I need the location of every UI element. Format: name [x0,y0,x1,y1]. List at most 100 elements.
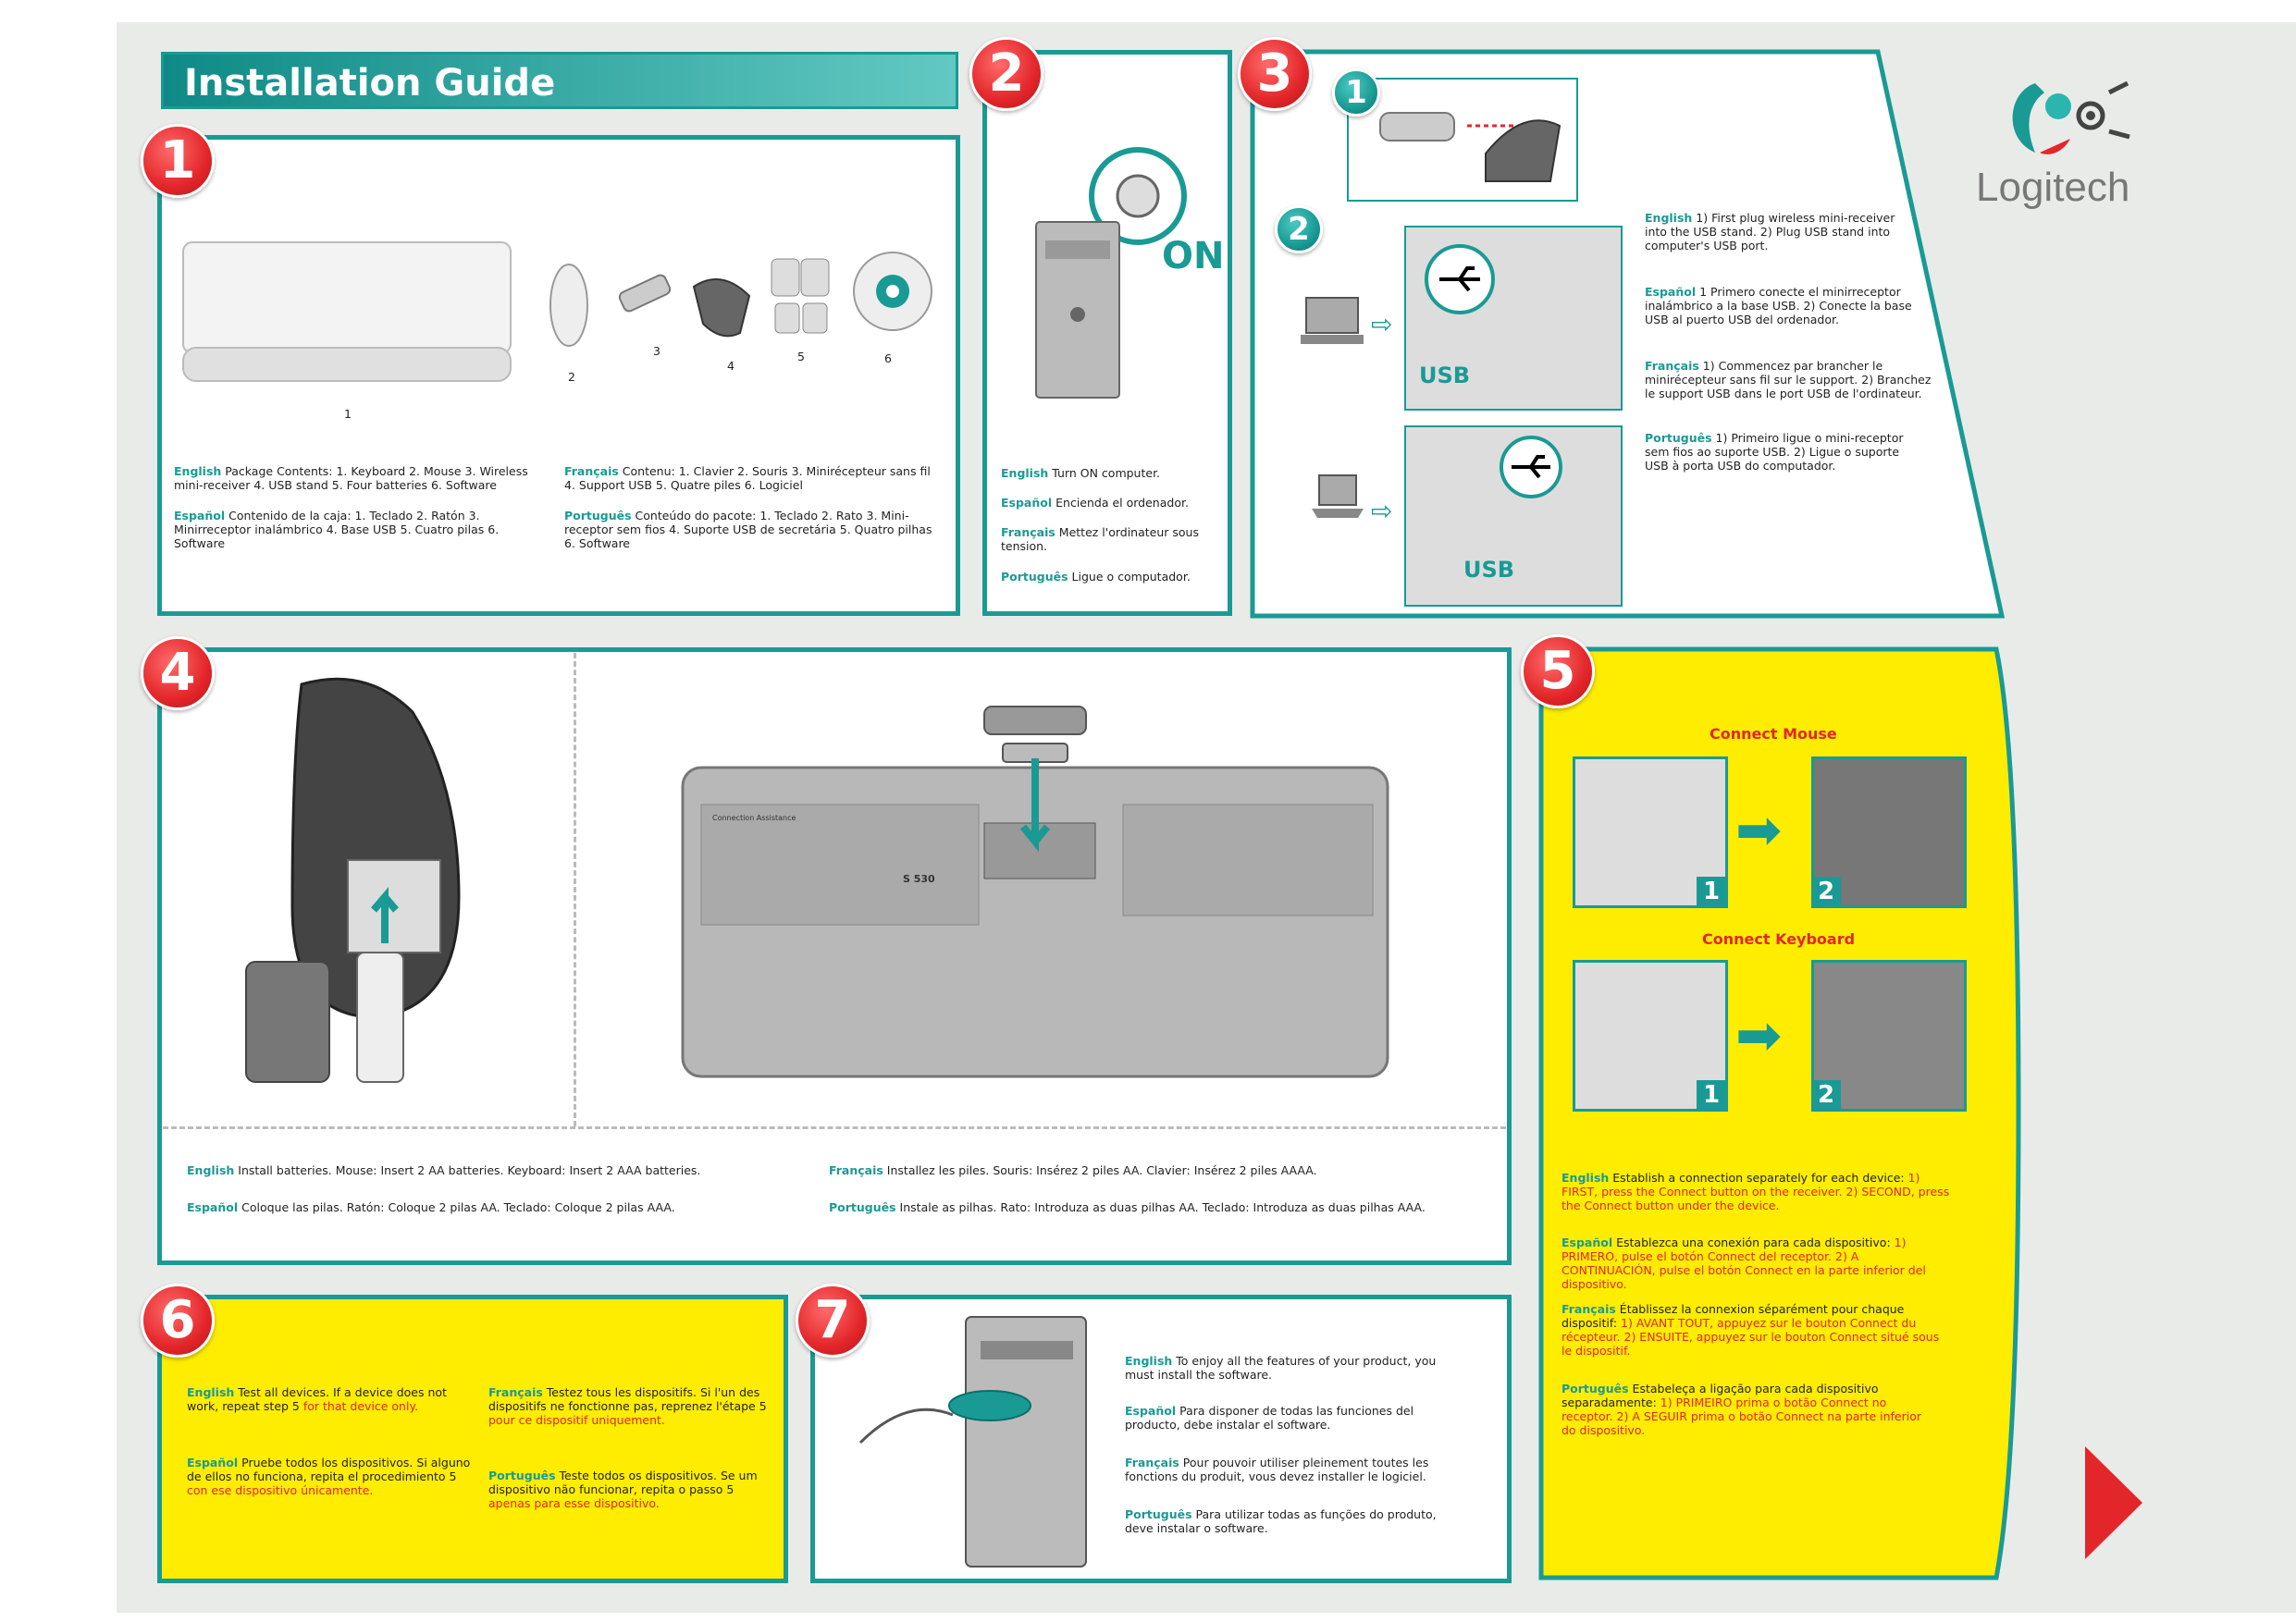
step-6-spanish-text: Pruebe todos los dispositivos. Si alguno… [187,1456,471,1483]
step-4-divider-horizontal [163,1126,1506,1129]
step-1-spanish-text: Contenido de la caja: 1. Teclado 2. Rató… [174,509,500,550]
lang-spanish: Español [1001,496,1053,510]
lang-english: English [1645,211,1693,225]
lang-portuguese: Português [1562,1382,1629,1396]
keyboard-model-label: S 530 [903,873,935,885]
lang-spanish: Español [1645,285,1697,299]
keyboard-connection-assistance-label: Connection Assistance [712,814,796,822]
lang-french: Français [488,1385,543,1399]
lang-portuguese: Português [1001,570,1068,584]
step-5-english: English Establish a connection separatel… [1562,1171,1950,1212]
step-7-portuguese-text: Para utilizar todas as funções do produt… [1125,1507,1437,1535]
step-4-portuguese-text: Instale as pilhas. Rato: Introduza as du… [899,1200,1426,1214]
lang-english: English [1125,1354,1173,1368]
step-4-number: 4 [141,636,215,710]
lang-portuguese: Português [564,509,632,523]
step-6-spanish: Español Pruebe todos los dispositivos. S… [187,1456,474,1497]
step-4-spanish-text: Coloque las pilas. Ratón: Coloque 2 pila… [241,1200,675,1214]
receiver-into-stand-illustration [1379,112,1562,182]
step-6-number: 6 [141,1284,215,1358]
lang-english: English [174,464,222,478]
logitech-logo-icon [2012,80,2130,154]
step-2-english-text: Turn ON computer. [1052,466,1161,480]
lang-spanish: Español [1562,1236,1613,1249]
connect-mouse-step-2: 2 [1811,877,1841,906]
step-7-english: English To enjoy all the features of you… [1125,1354,1458,1382]
computer-tower-illustration [1035,147,1187,399]
step-3-substep-2-number: 2 [1275,205,1323,253]
step-1-french: Français Contenu: 1. Clavier 2. Souris 3… [564,464,944,492]
lang-french: Français [1001,525,1055,539]
step-7-spanish: Español Para disponer de todas las funci… [1125,1404,1458,1432]
step-7-number: 7 [796,1284,870,1358]
connect-mouse-title: Connect Mouse [1710,725,1837,743]
step-5-spanish: Español Establezca una conexión para cad… [1562,1236,1950,1291]
step-4-french-text: Installez les piles. Souris: Insérez 2 p… [886,1163,1317,1177]
step-6-french: Français Testez tous les dispositifs. Si… [488,1385,775,1427]
usb-label-desktop: USB [1419,363,1471,388]
item-label-6: 6 [884,351,892,365]
arrow-right-icon: ➡ [1735,798,1783,863]
step-3-english-text: 1) First plug wireless mini-receiver int… [1645,211,1895,252]
step-4-english: English Install batteries. Mouse: Insert… [187,1163,742,1177]
step-6-panel [157,1295,788,1583]
step-7-spanish-text: Para disponer de todas las funciones del… [1125,1404,1414,1432]
step-5-french-text: Établissez la connexion séparément pour … [1562,1302,1905,1330]
step-6-english: English Test all devices. If a device do… [187,1385,464,1413]
next-page-arrow-icon [2085,1446,2142,1559]
lang-portuguese: Português [1645,431,1712,445]
step-1-portuguese: Português Conteúdo do pacote: 1. Teclado… [564,509,944,550]
lang-portuguese: Português [829,1200,896,1214]
usb-stand-illustration [692,278,751,338]
step-7-portuguese: Português Para utilizar todas as funções… [1125,1507,1458,1535]
step-6-french-highlight: pour ce dispositif uniquement. [488,1413,665,1427]
item-label-5: 5 [797,350,805,363]
lang-french: Français [1125,1456,1179,1469]
step-2-spanish-text: Encienda el ordenador. [1055,496,1189,510]
step-1-number: 1 [141,124,215,198]
step-7-english-text: To enjoy all the features of your produc… [1125,1354,1437,1382]
software-cd-illustration [853,252,932,331]
step-4-spanish: Español Coloque las pilas. Ratón: Coloqu… [187,1200,742,1214]
connect-keyboard-step-2: 2 [1811,1080,1841,1110]
step-6-portuguese: Português Teste todos os dispositivos. S… [488,1469,775,1510]
arrow-to-laptop-icon: ⇨ [1371,496,1393,526]
item-label-4: 4 [727,359,734,373]
step-7-french: Français Pour pouvoir utiliser pleinemen… [1125,1456,1476,1483]
step-3-portuguese: Português 1) Primeiro ligue o mini-recep… [1645,431,1922,473]
step-2-french: Français Mettez l'ordinateur sous tensio… [1001,525,1214,553]
step-3-french-text: 1) Commencez par brancher le minirécepte… [1645,359,1932,400]
step-5-english-instructions: 1) FIRST, press the Connect button on th… [1562,1171,1950,1212]
lang-english: English [1001,466,1049,480]
arrow-to-desktop-icon: ⇨ [1371,309,1393,339]
lang-french: Français [1562,1302,1616,1316]
desktop-computer-icon [1301,297,1364,344]
step-2-number: 2 [969,37,1043,111]
laptop-computer-icon [1312,474,1364,518]
step-3-spanish: Español 1 Primero conecte el minirrecept… [1645,285,1913,326]
step-2-english: English Turn ON computer. [1001,466,1214,480]
lang-portuguese: Português [1125,1507,1192,1521]
step-1-english-text: Package Contents: 1. Keyboard 2. Mouse 3… [174,464,528,492]
step-5-french-instructions: 1) AVANT TOUT, appuyez sur le bouton Con… [1562,1316,1940,1358]
lang-english: English [1562,1171,1610,1185]
step-7-french-text: Pour pouvoir utiliser pleinement toutes … [1125,1456,1429,1483]
step-3-substep-1-number: 1 [1332,68,1380,117]
item-label-2: 2 [568,370,575,384]
step-6-spanish-highlight: con ese dispositivo únicamente. [187,1483,374,1497]
logitech-logo: Logitech [1970,65,2155,231]
receiver-illustration [618,274,672,313]
step-4-french: Français Installez les piles. Souris: In… [829,1163,1476,1177]
keyboard-illustration [182,241,512,382]
logitech-wordmark: Logitech [1976,165,2130,210]
step-6-french-text: Testez tous les dispositifs. Si l'un des… [488,1385,767,1413]
mouse-battery-illustration [245,677,461,1083]
keyboard-underside-illustration [681,706,1389,1078]
step-6-portuguese-text: Teste todos os dispositivos. Se um dispo… [488,1469,758,1496]
page-title: Installation Guide [161,52,958,109]
lang-french: Français [829,1163,883,1177]
item-label-1: 1 [344,407,352,421]
step-5-spanish-text: Establezca una conexión para cada dispos… [1616,1236,1891,1249]
connect-mouse-step-1: 1 [1697,877,1726,906]
step-2-portuguese: Português Ligue o computador. [1001,570,1214,584]
